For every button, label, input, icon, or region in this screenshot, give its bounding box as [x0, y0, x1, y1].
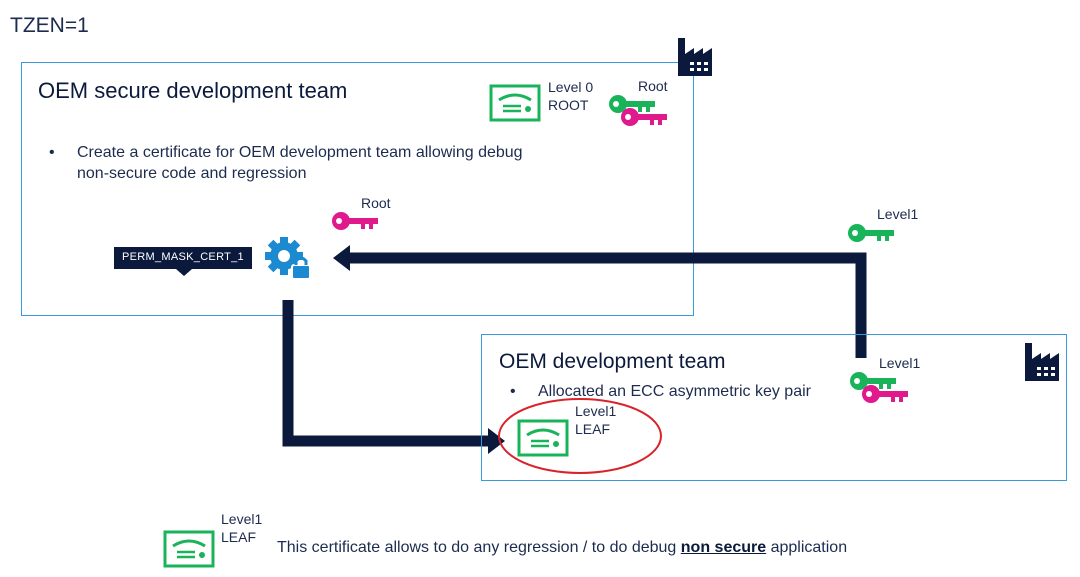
green-key-icon [609, 95, 655, 113]
dev-team-box: OEM development team • Allocated an ECC … [481, 334, 1067, 481]
root-cert-type: ROOT [548, 97, 589, 113]
legend-note-after: application [766, 539, 848, 556]
level1-key-label: Level1 [877, 206, 919, 222]
signing-key-label: Root [361, 195, 391, 211]
dev-team-bullet-text: Allocated an ECC asymmetric key pair [538, 383, 811, 400]
root-keypair-label: Root [638, 78, 668, 94]
bullet-line-2: non-secure code and regression [77, 165, 307, 182]
bullet-dot: • [510, 383, 516, 400]
pink-key-icon [332, 212, 378, 230]
public-key-arrow [345, 252, 867, 358]
highlight-ellipse [498, 398, 662, 474]
leaf-certificate-icon [517, 419, 569, 457]
factory-icon [678, 38, 712, 76]
leaf-cert-level: Level1 [575, 403, 617, 419]
legend-note: This certificate allows to do any regres… [277, 539, 847, 557]
bullet-line-1: Create a certificate for OEM development… [77, 144, 523, 161]
factory-icon [1025, 343, 1059, 381]
legend-note-emphasis: non secure [680, 539, 767, 556]
legend-certificate-icon [163, 530, 215, 568]
green-key-icon [848, 224, 894, 242]
pink-key-icon [621, 108, 667, 126]
secure-team-box: OEM secure development team • Create a c… [21, 62, 694, 316]
legend-cert-type: LEAF [221, 529, 257, 545]
perm-mask-label: PERM_MASK_CERT_1 [122, 251, 244, 263]
gear-lock-icon [265, 237, 311, 280]
legend-note-before: This certificate allows to do any regres… [277, 539, 681, 556]
legend-cert-level: Level1 [221, 511, 263, 527]
secure-team-title: OEM secure development team [38, 78, 348, 103]
leaf-cert-type: LEAF [575, 421, 611, 437]
bullet-dot: • [49, 144, 55, 161]
pink-key-icon [862, 385, 908, 403]
root-certificate-icon [489, 84, 541, 122]
green-key-icon [850, 372, 896, 390]
certificate-arrow [282, 300, 492, 447]
dev-team-title: OEM development team [499, 350, 726, 373]
root-cert-level: Level 0 [548, 79, 594, 95]
perm-mask-banner [114, 247, 252, 276]
level1-keypair-label: Level1 [879, 355, 921, 371]
tzen-label: TZEN=1 [10, 14, 89, 37]
